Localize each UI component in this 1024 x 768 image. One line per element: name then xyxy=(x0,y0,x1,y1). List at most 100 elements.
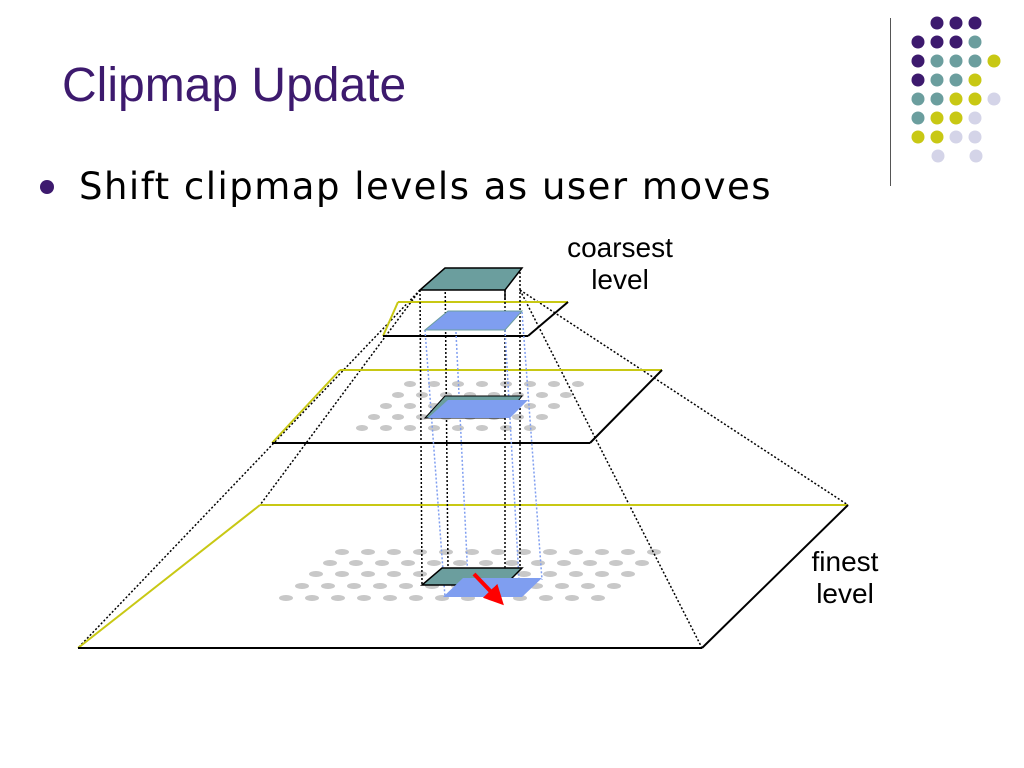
texture-dot xyxy=(413,549,427,555)
texture-dot xyxy=(500,425,512,431)
texture-dot xyxy=(416,392,428,398)
decorative-dot xyxy=(949,73,963,87)
decorative-dot xyxy=(930,73,944,87)
finest-label-line2: level xyxy=(816,578,874,609)
texture-dot xyxy=(557,560,571,566)
texture-dot xyxy=(635,560,649,566)
decorative-dot xyxy=(949,111,963,125)
decorative-dot xyxy=(911,54,925,68)
texture-dot xyxy=(295,583,309,589)
texture-dot xyxy=(383,595,397,601)
decorative-dot xyxy=(911,92,925,106)
texture-dot xyxy=(621,571,635,577)
texture-dot xyxy=(380,403,392,409)
decorative-dot xyxy=(911,35,925,49)
texture-dot xyxy=(539,595,553,601)
texture-dot xyxy=(583,560,597,566)
texture-dot xyxy=(647,549,661,555)
texture-dot xyxy=(428,381,440,387)
texture-dot xyxy=(404,403,416,409)
level-front-edges xyxy=(78,301,849,649)
coarsest-label-line2: level xyxy=(591,264,649,295)
texture-dot xyxy=(500,381,512,387)
texture-dot xyxy=(581,583,595,589)
decorative-dot xyxy=(968,54,982,68)
middle-shifted-region xyxy=(428,400,528,418)
decorative-dot xyxy=(931,149,945,163)
slide-title: Clipmap Update xyxy=(62,59,407,112)
texture-dot xyxy=(536,392,548,398)
texture-dot xyxy=(491,549,505,555)
texture-dot xyxy=(279,595,293,601)
texture-dot xyxy=(572,381,584,387)
texture-dot xyxy=(560,392,572,398)
texture-dot xyxy=(536,414,548,420)
texture-dot xyxy=(531,560,545,566)
bullet-dot-icon xyxy=(40,179,54,194)
texture-dot xyxy=(413,571,427,577)
texture-dot xyxy=(323,560,337,566)
bullet-item: Shift clipmap levels as user moves xyxy=(40,165,772,208)
texture-dot xyxy=(357,595,371,601)
texture-dot xyxy=(505,560,519,566)
texture-dot xyxy=(569,549,583,555)
decorative-dot xyxy=(987,54,1001,68)
decorative-dot xyxy=(930,111,944,125)
decorative-dot xyxy=(968,73,982,87)
texture-dot xyxy=(548,403,560,409)
texture-dot xyxy=(361,571,375,577)
decorative-dot xyxy=(968,92,982,106)
decorative-dot xyxy=(968,130,982,144)
texture-dot xyxy=(569,571,583,577)
texture-dot xyxy=(476,425,488,431)
texture-dot xyxy=(321,583,335,589)
texture-dot xyxy=(331,595,345,601)
decorative-dot xyxy=(987,92,1001,106)
texture-dot xyxy=(543,571,557,577)
texture-dot xyxy=(524,403,536,409)
texture-dot xyxy=(387,549,401,555)
decorative-dot-grid xyxy=(911,16,1001,163)
coarsest-clip-region xyxy=(418,267,524,291)
decorative-dot xyxy=(911,111,925,125)
texture-dot xyxy=(555,583,569,589)
texture-dot xyxy=(335,571,349,577)
texture-dot xyxy=(399,583,413,589)
texture-dot xyxy=(548,381,560,387)
texture-dot xyxy=(543,549,557,555)
decorative-dot xyxy=(911,73,925,87)
decorative-dot xyxy=(911,130,925,144)
texture-dot xyxy=(401,560,415,566)
texture-dot xyxy=(609,560,623,566)
finest-level-label: finest level xyxy=(790,546,900,610)
texture-dot xyxy=(607,583,621,589)
decorative-dot xyxy=(949,54,963,68)
texture-dot xyxy=(465,549,479,555)
texture-dot xyxy=(305,595,319,601)
decorative-divider xyxy=(890,18,891,186)
texture-dot xyxy=(404,425,416,431)
texture-dot xyxy=(375,560,389,566)
texture-dot xyxy=(347,583,361,589)
level-back-edges xyxy=(77,301,848,649)
finest-label-line1: finest xyxy=(811,546,879,577)
texture-dot xyxy=(452,425,464,431)
texture-dot xyxy=(453,560,467,566)
decorative-dot xyxy=(930,130,944,144)
red-arrow-icon xyxy=(472,572,504,606)
texture-dot xyxy=(476,381,488,387)
texture-dot xyxy=(309,571,323,577)
texture-dot xyxy=(373,583,387,589)
pyramid-edges xyxy=(77,289,849,649)
texture-dot xyxy=(439,549,453,555)
texture-dot xyxy=(349,560,363,566)
texture-dot xyxy=(517,571,531,577)
texture-dot xyxy=(479,560,493,566)
decorative-dot xyxy=(968,35,982,49)
texture-dot xyxy=(356,425,368,431)
texture-dot xyxy=(387,571,401,577)
decorative-dot xyxy=(968,111,982,125)
texture-dot xyxy=(427,560,441,566)
coarsest-label-line1: coarsest xyxy=(567,232,673,263)
texture-dot xyxy=(591,595,605,601)
